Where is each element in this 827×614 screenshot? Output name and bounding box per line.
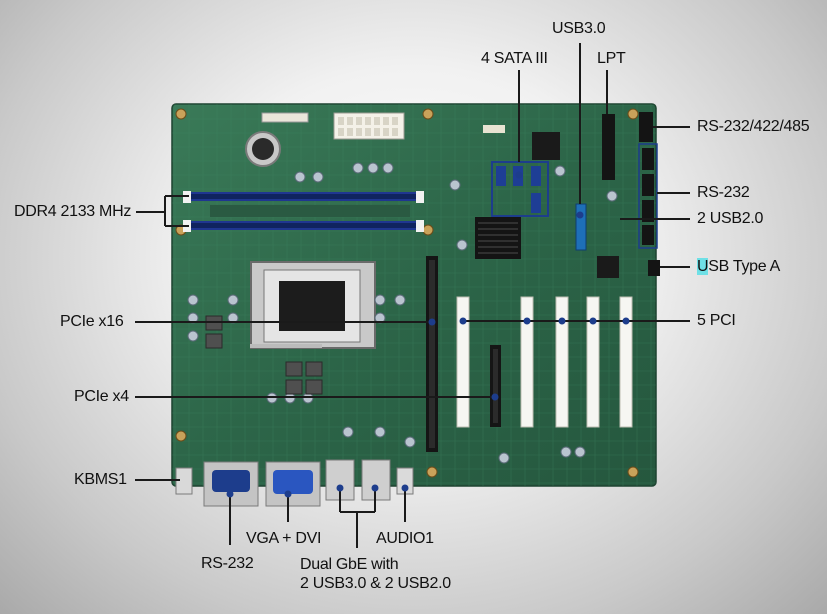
com-usb-headers (638, 143, 658, 249)
chokes (205, 315, 323, 395)
label-usb-type-a-rest: SB Type A (708, 258, 780, 275)
label-sata: 4 SATA III (481, 50, 548, 67)
dimm-slots (183, 191, 424, 232)
label-usb30-top: USB3.0 (552, 20, 606, 37)
label-usb-type-a-highlight: U (697, 258, 709, 275)
atx-power-connector (333, 112, 405, 140)
label-dual-gbe-line1: Dual GbE with (300, 556, 399, 573)
cmos-battery (245, 131, 281, 167)
label-rs232-422-485: RS-232/422/485 (697, 118, 810, 135)
label-usb-type-a: USB Type A (697, 258, 780, 276)
label-rs232-right: RS-232 (697, 184, 750, 201)
lan-usb-port-1 (325, 459, 355, 501)
label-vga-dvi: VGA + DVI (246, 530, 322, 547)
callout-dots (226, 171, 630, 498)
label-2usb20: 2 USB2.0 (697, 210, 764, 227)
pcb-board (171, 103, 657, 487)
small-header (483, 125, 505, 133)
label-5pci: 5 PCI (697, 312, 736, 329)
io-chip-right (597, 256, 619, 278)
label-dual-gbe-line2: 2 USB3.0 & 2 USB2.0 (300, 575, 451, 592)
label-pcie4: PCIe x4 (74, 388, 129, 405)
label-audio1: AUDIO1 (376, 530, 434, 547)
usb-type-a-port (648, 260, 660, 276)
label-pcie16: PCIe x16 (60, 313, 124, 330)
label-kbms1: KBMS1 (74, 471, 127, 488)
lpt-header (602, 114, 615, 180)
callout-lines (135, 43, 690, 548)
front-panel-header (261, 112, 309, 123)
label-ddr4: DDR4 2133 MHz (14, 203, 132, 220)
rear-io (175, 459, 414, 507)
pcie-x16-slot (426, 256, 438, 452)
label-rs232-bottom: RS-232 (201, 555, 254, 572)
super-io-chip (532, 132, 560, 160)
pci-slots (456, 296, 633, 428)
pcie-x4-slot (490, 345, 501, 427)
rs232-422-485-header (639, 112, 653, 142)
label-dual-gbe: Dual GbE with 2 USB3.0 & 2 USB2.0 (300, 555, 451, 593)
usb30-header (575, 203, 587, 251)
label-lpt: LPT (597, 50, 626, 67)
cpu-socket (250, 261, 376, 349)
chipset-heatsink (475, 217, 521, 259)
